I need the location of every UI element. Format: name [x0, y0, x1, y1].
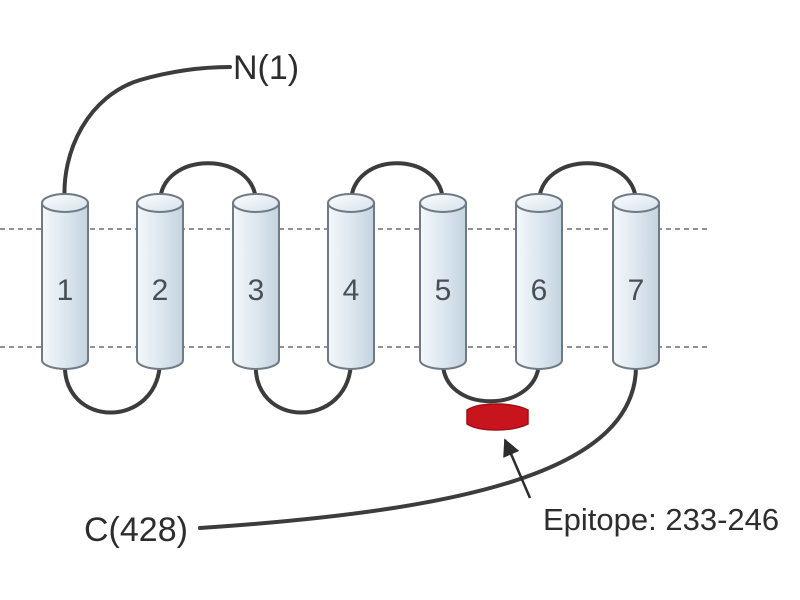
helix-7: 7	[612, 193, 660, 370]
c-terminus-label: C(428)	[84, 511, 188, 549]
helix-5: 5	[419, 193, 467, 370]
helix-5-label: 5	[435, 274, 452, 307]
n-terminus-label: N(1)	[233, 49, 299, 87]
helix-3-label: 3	[248, 274, 265, 307]
helix-2: 2	[136, 193, 184, 370]
helix-7-label: 7	[628, 274, 645, 307]
epitope-segment	[466, 403, 529, 431]
helix-6: 6	[515, 193, 563, 370]
loop-2-3	[158, 161, 258, 204]
n-terminal-tail	[62, 65, 232, 207]
loop-5-6	[440, 359, 542, 404]
loop-6-7	[537, 161, 638, 204]
helix-3: 3	[232, 193, 280, 370]
loop-1-2	[62, 359, 162, 415]
helix-2-label: 2	[152, 274, 169, 307]
epitope-arrow	[503, 438, 532, 499]
loop-3-4	[253, 359, 353, 415]
epitope-label: Epitope: 233-246	[543, 502, 779, 537]
helix-1: 1	[41, 193, 89, 370]
loop-4-5	[349, 161, 445, 204]
helix-4: 4	[327, 193, 375, 370]
helix-4-label: 4	[343, 274, 360, 307]
helix-6-label: 6	[531, 274, 548, 307]
helix-1-label: 1	[57, 274, 74, 307]
